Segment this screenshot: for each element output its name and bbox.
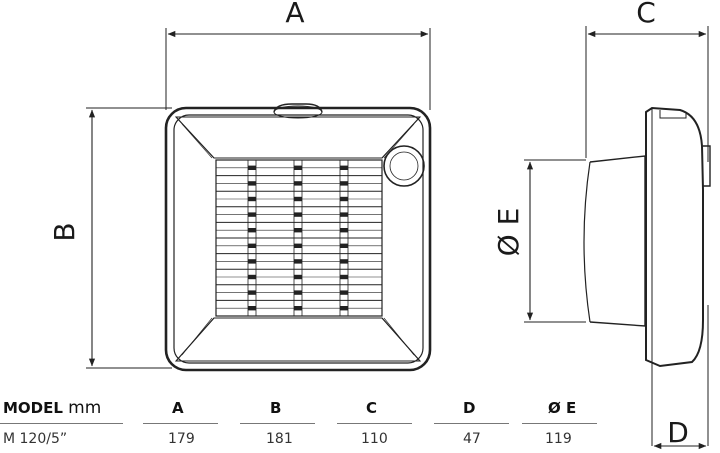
header-rule-b	[240, 423, 315, 424]
louver-clip	[294, 290, 302, 295]
fan-housing-outline	[164, 106, 432, 372]
dimension-label-b: B	[48, 222, 81, 241]
louver-clip	[340, 212, 348, 217]
row-value-d: 47	[463, 431, 481, 447]
row-value-b: 181	[266, 431, 293, 447]
louver-clip	[248, 274, 256, 280]
louver-clip	[294, 274, 302, 280]
col-header-d: D	[463, 399, 476, 417]
louver-clip	[248, 165, 256, 170]
col-header-a: A	[172, 399, 184, 417]
louver-clip	[340, 243, 348, 248]
dimension-label-d: D	[667, 416, 689, 449]
louver-clip	[248, 290, 256, 295]
duct-spigot	[589, 155, 646, 327]
unit-label: mm	[68, 398, 102, 418]
louver-clip	[340, 274, 348, 280]
col-header-e: Ø E	[548, 399, 577, 417]
header-rule-model	[0, 423, 123, 424]
louver-clip	[294, 181, 302, 186]
louver-clip	[340, 306, 348, 311]
col-header-c: C	[366, 399, 378, 417]
col-header-b: B	[270, 399, 282, 417]
louver-clip	[248, 196, 256, 202]
louver-clip	[340, 228, 348, 233]
dimension-label-c: C	[636, 0, 656, 29]
dimension-label-a: A	[285, 0, 304, 29]
row-value-a: 179	[168, 431, 195, 447]
louver-clip	[248, 243, 256, 248]
indicator-knob	[383, 145, 425, 187]
model-header-text: MODEL	[3, 399, 63, 417]
louver-clip	[340, 259, 348, 264]
louver-clip	[340, 165, 348, 170]
header-rule-e	[522, 423, 597, 424]
louver-clip	[340, 290, 348, 295]
louver-clip	[248, 306, 256, 311]
louver-clip	[294, 243, 302, 248]
louver-clip	[294, 306, 302, 311]
louver-grille	[215, 159, 383, 317]
front-view	[86, 28, 432, 372]
front-cover-profile	[645, 106, 704, 368]
louver-clip	[340, 181, 348, 186]
louver-clip	[248, 259, 256, 264]
dimension-label-e: Ø E	[492, 208, 525, 257]
row-model: M 120/5”	[3, 431, 68, 447]
louver-clip	[248, 181, 256, 186]
model-header: MODEL mm	[3, 396, 101, 420]
louver-clip	[294, 196, 302, 202]
louver-clip	[340, 196, 348, 202]
louver-clip	[294, 212, 302, 217]
header-rule-a	[143, 423, 218, 424]
header-rule-c	[337, 423, 412, 424]
row-value-c: 110	[361, 431, 388, 447]
header-rule-d	[434, 423, 509, 424]
side-view	[524, 26, 711, 446]
row-value-e: 119	[545, 431, 572, 447]
louver-clip	[248, 212, 256, 217]
louver-clip	[294, 259, 302, 264]
louver-clip	[294, 165, 302, 170]
louver-clip	[248, 228, 256, 233]
louver-clip	[294, 228, 302, 233]
